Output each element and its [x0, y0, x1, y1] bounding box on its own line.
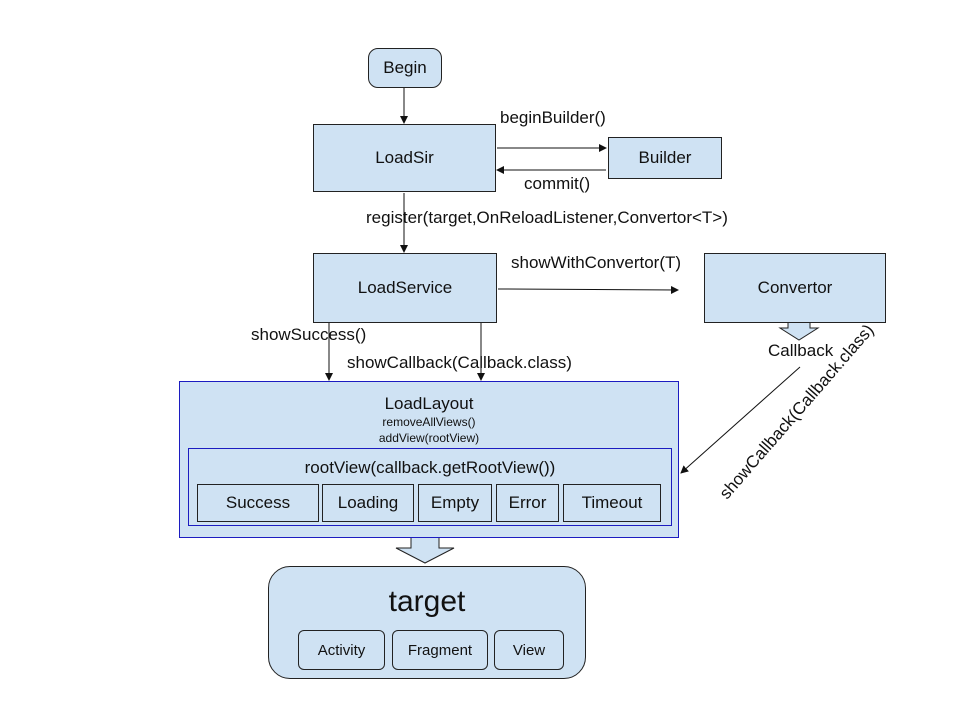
target-fragment: Fragment [392, 630, 488, 670]
edge-label-commit: commit() [524, 174, 591, 193]
edge-label-show-with-convertor: showWithConvertor(T) [511, 253, 682, 272]
target-activity: Activity [298, 630, 385, 670]
callback-success: Success [197, 484, 319, 522]
callback-loading: Loading [322, 484, 414, 522]
arrow-loadservice-convertor [497, 285, 679, 294]
loadlayout-remove-all-views: removeAllViews() [382, 415, 476, 429]
begin-node: Begin [368, 48, 442, 88]
arrow-callback-rootview [680, 366, 801, 474]
target-node: target Activity Fragment View [268, 566, 586, 679]
loadlayout-add-view: addView(rootView) [378, 431, 480, 445]
loadsir-label: LoadSir [375, 148, 434, 167]
edge-label-begin-builder: beginBuilder() [500, 108, 606, 127]
loadlayout-node: LoadLayout removeAllViews() addView(root… [179, 381, 679, 538]
rootview-container: rootView(callback.getRootView()) Success… [188, 448, 672, 526]
edge-label-show-callback: showCallback(Callback.class) [347, 353, 572, 372]
loadsir-node: LoadSir [313, 124, 496, 192]
builder-label: Builder [638, 148, 692, 167]
callback-timeout: Timeout [563, 484, 661, 522]
builder-node: Builder [608, 137, 722, 179]
convertor-node: Convertor [704, 253, 886, 323]
target-view: View [494, 630, 564, 670]
callback-label: Callback [768, 341, 834, 360]
target-title: target [388, 585, 466, 618]
edge-label-show-success: showSuccess() [251, 325, 367, 344]
loadservice-label: LoadService [357, 278, 453, 297]
begin-label: Begin [383, 58, 427, 77]
loadservice-node: LoadService [313, 253, 497, 323]
callback-error: Error [496, 484, 559, 522]
callback-empty: Empty [418, 484, 492, 522]
edge-label-register: register(target,OnReloadListener,Convert… [366, 208, 728, 227]
rootview-label: rootView(callback.getRootView()) [304, 458, 556, 477]
loadlayout-title: LoadLayout [384, 394, 474, 413]
convertor-label: Convertor [757, 278, 833, 297]
